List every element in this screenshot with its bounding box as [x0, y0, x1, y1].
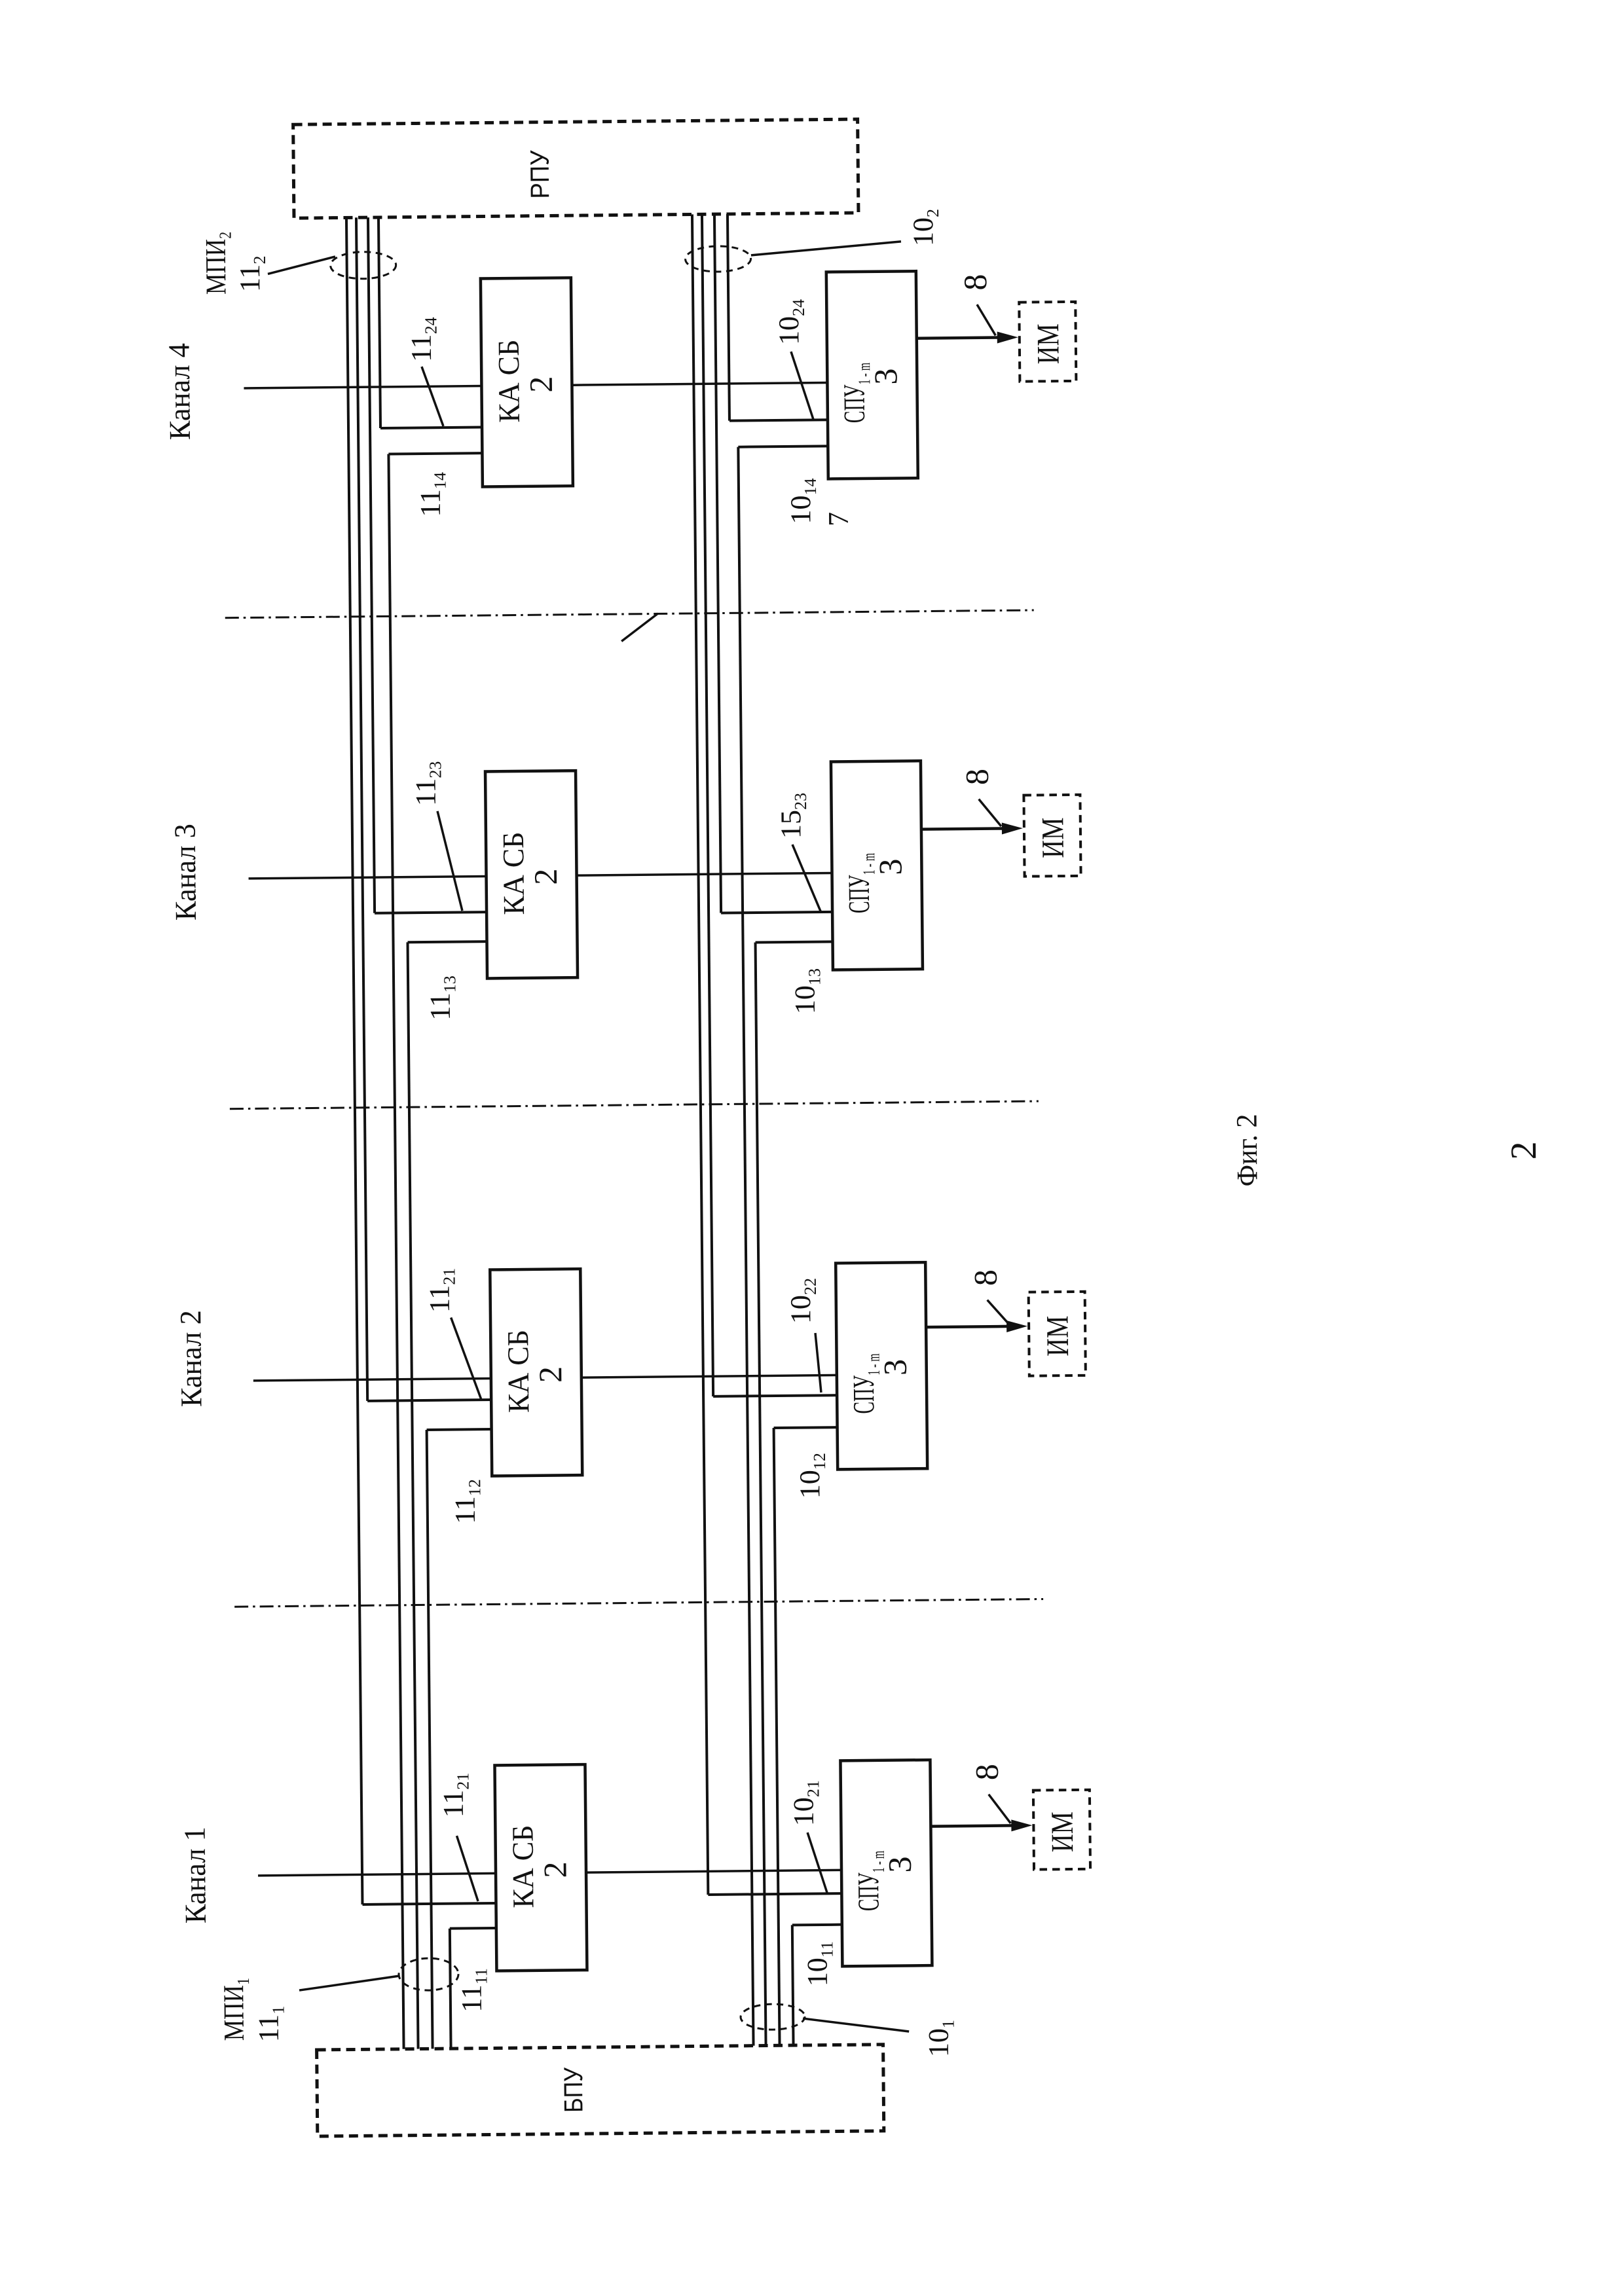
- svg-text:2: 2: [536, 1861, 573, 1878]
- svg-text:ИМ: ИМ: [1031, 323, 1066, 365]
- svg-text:Канал 2: Канал 2: [174, 1310, 208, 1407]
- svg-text:2: 2: [527, 868, 564, 885]
- svg-text:БПУ: БПУ: [559, 2067, 589, 2113]
- svg-text:КА СБ: КА СБ: [496, 831, 530, 915]
- svg-text:8: 8: [967, 1269, 1004, 1286]
- svg-text:Канал 3: Канал 3: [168, 824, 202, 920]
- svg-text:1112: 1112: [449, 1479, 485, 1524]
- svg-text:РПУ: РПУ: [526, 150, 555, 199]
- svg-text:МПИ1: МПИ1: [217, 1978, 253, 2041]
- svg-text:1123: 1123: [409, 761, 445, 807]
- svg-text:1013: 1013: [788, 968, 824, 1015]
- svg-text:3: 3: [877, 1359, 913, 1376]
- svg-text:8: 8: [959, 769, 995, 786]
- svg-text:ИМ: ИМ: [1040, 1315, 1075, 1357]
- svg-text:Канал 4: Канал 4: [162, 343, 196, 440]
- svg-text:2: 2: [523, 376, 559, 393]
- svg-text:2: 2: [1504, 1141, 1544, 1160]
- svg-text:3: 3: [867, 368, 904, 385]
- svg-text:Фиг. 2: Фиг. 2: [1230, 1114, 1264, 1186]
- svg-text:КА СБ: КА СБ: [506, 1825, 540, 1908]
- svg-text:7: 7: [822, 512, 855, 526]
- svg-text:КА СБ: КА СБ: [492, 339, 526, 422]
- svg-text:3: 3: [872, 858, 908, 875]
- svg-text:МПИ2: МПИ2: [200, 232, 236, 295]
- svg-text:8: 8: [969, 1764, 1005, 1781]
- svg-text:Канал 1: Канал 1: [178, 1827, 212, 1923]
- svg-text:3: 3: [881, 1856, 918, 1873]
- svg-text:КА СБ: КА СБ: [501, 1330, 535, 1413]
- svg-text:2: 2: [532, 1366, 568, 1383]
- svg-text:ИМ: ИМ: [1035, 817, 1071, 858]
- svg-text:ИМ: ИМ: [1045, 1812, 1080, 1853]
- svg-text:8: 8: [957, 274, 993, 291]
